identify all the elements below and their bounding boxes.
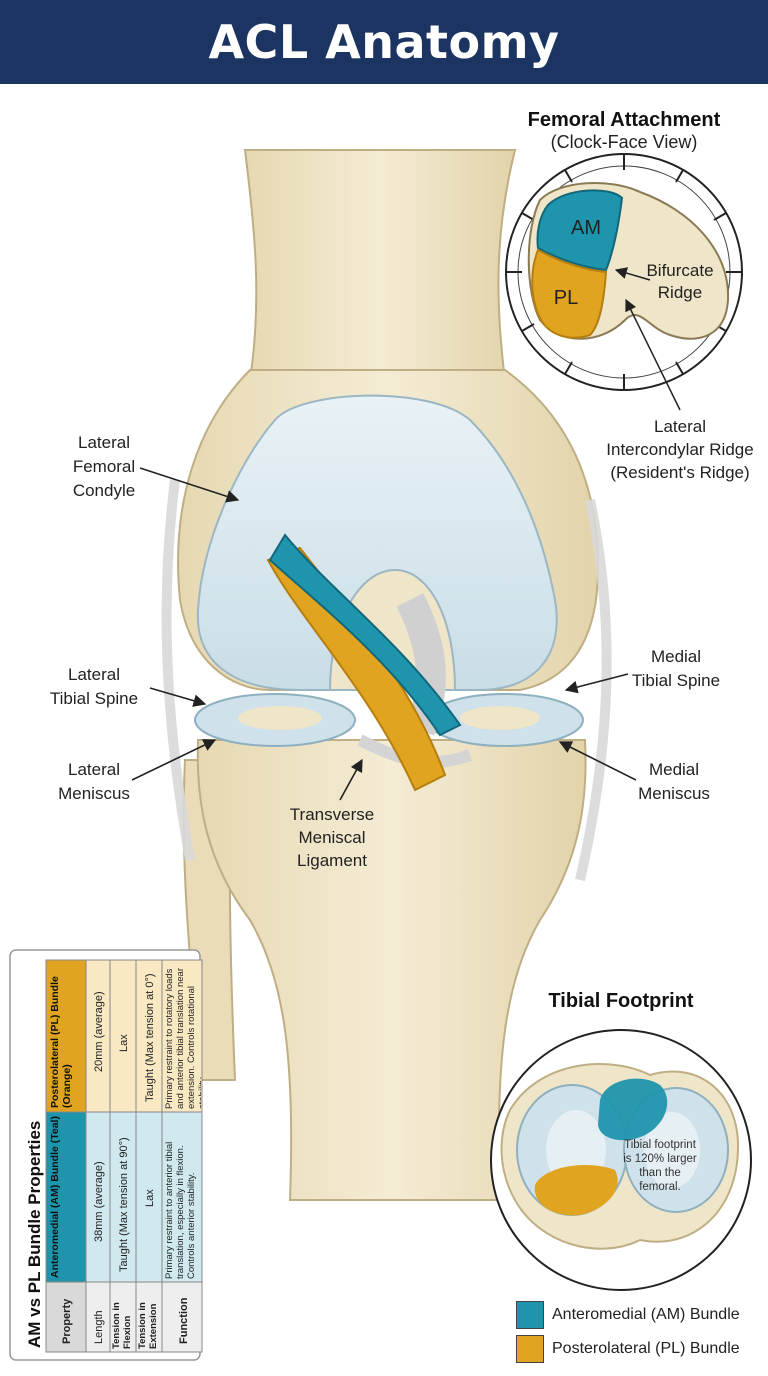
svg-text:Tibial Footprint: Tibial Footprint: [548, 990, 694, 1012]
svg-text:Length: Length: [93, 1310, 105, 1344]
svg-text:Function: Function: [178, 1297, 190, 1344]
svg-text:(Clock-Face View): (Clock-Face View): [551, 132, 698, 152]
tibial-footprint-inset: Tibial Footprint Tibial footprint is 120…: [491, 990, 751, 1290]
svg-text:Taught (Max tension at 0°): Taught (Max tension at 0°): [144, 973, 156, 1102]
svg-text:than the: than the: [639, 1167, 681, 1179]
legend-am-swatch: [516, 1301, 544, 1329]
svg-text:Meniscal: Meniscal: [298, 828, 365, 847]
svg-text:Tibial Spine: Tibial Spine: [50, 689, 138, 708]
svg-text:20mm (average): 20mm (average): [93, 991, 105, 1072]
svg-text:Condyle: Condyle: [73, 481, 135, 500]
label-lateral-tibial-spine: Lateral Tibial Spine: [50, 665, 205, 708]
svg-text:Meniscus: Meniscus: [638, 784, 710, 803]
legend-pl-label: Posterolateral (PL) Bundle: [552, 1340, 740, 1358]
svg-text:Lateral: Lateral: [68, 760, 120, 779]
svg-text:Tibial footprint: Tibial footprint: [624, 1139, 697, 1151]
svg-text:Bifurcate: Bifurcate: [646, 261, 713, 280]
svg-text:Lax: Lax: [118, 1034, 130, 1052]
svg-text:Tibial Spine: Tibial Spine: [632, 671, 720, 690]
legend-am-label: Anteromedial (AM) Bundle: [552, 1306, 740, 1324]
svg-text:Medial: Medial: [651, 647, 701, 666]
acl-diagram: Lateral Femoral Condyle Lateral Tibial S…: [0, 84, 768, 1376]
svg-text:Medial: Medial: [649, 760, 699, 779]
svg-text:Intercondylar Ridge: Intercondylar Ridge: [606, 440, 753, 459]
svg-text:Lateral: Lateral: [654, 417, 706, 436]
svg-text:Femoral: Femoral: [73, 457, 135, 476]
svg-text:AM: AM: [571, 217, 601, 239]
svg-text:38mm (average): 38mm (average): [93, 1161, 105, 1242]
label-medial-tibial-spine: Medial Tibial Spine: [566, 647, 720, 690]
svg-text:Lateral: Lateral: [68, 665, 120, 684]
femur-shaft: [245, 150, 515, 380]
svg-text:Lateral: Lateral: [78, 433, 130, 452]
svg-text:femoral.: femoral.: [639, 1181, 681, 1193]
svg-text:Ligament: Ligament: [297, 851, 367, 870]
svg-text:Taught (Max tension at 90°): Taught (Max tension at 90°): [118, 1137, 130, 1272]
svg-text:Meniscus: Meniscus: [58, 784, 130, 803]
svg-text:Femoral Attachment: Femoral Attachment: [528, 109, 721, 131]
bundle-properties-table: AM vs PL Bundle Properties Property Ante…: [10, 950, 202, 1360]
svg-text:(Resident's Ridge): (Resident's Ridge): [610, 463, 749, 482]
svg-text:Ridge: Ridge: [658, 283, 702, 302]
svg-text:AM vs PL Bundle Properties: AM vs PL Bundle Properties: [25, 1121, 44, 1348]
svg-text:Transverse: Transverse: [290, 805, 374, 824]
legend-pl: Posterolateral (PL) Bundle: [516, 1334, 766, 1364]
legend-pl-swatch: [516, 1335, 544, 1363]
svg-text:PL: PL: [554, 287, 578, 309]
svg-text:Property: Property: [61, 1298, 73, 1344]
svg-text:Lax: Lax: [144, 1189, 156, 1207]
page-title: ACL Anatomy: [208, 15, 559, 69]
legend-am: Anteromedial (AM) Bundle: [516, 1300, 766, 1330]
header-bar: ACL Anatomy: [0, 0, 768, 84]
svg-text:is 120% larger: is 120% larger: [623, 1153, 697, 1165]
